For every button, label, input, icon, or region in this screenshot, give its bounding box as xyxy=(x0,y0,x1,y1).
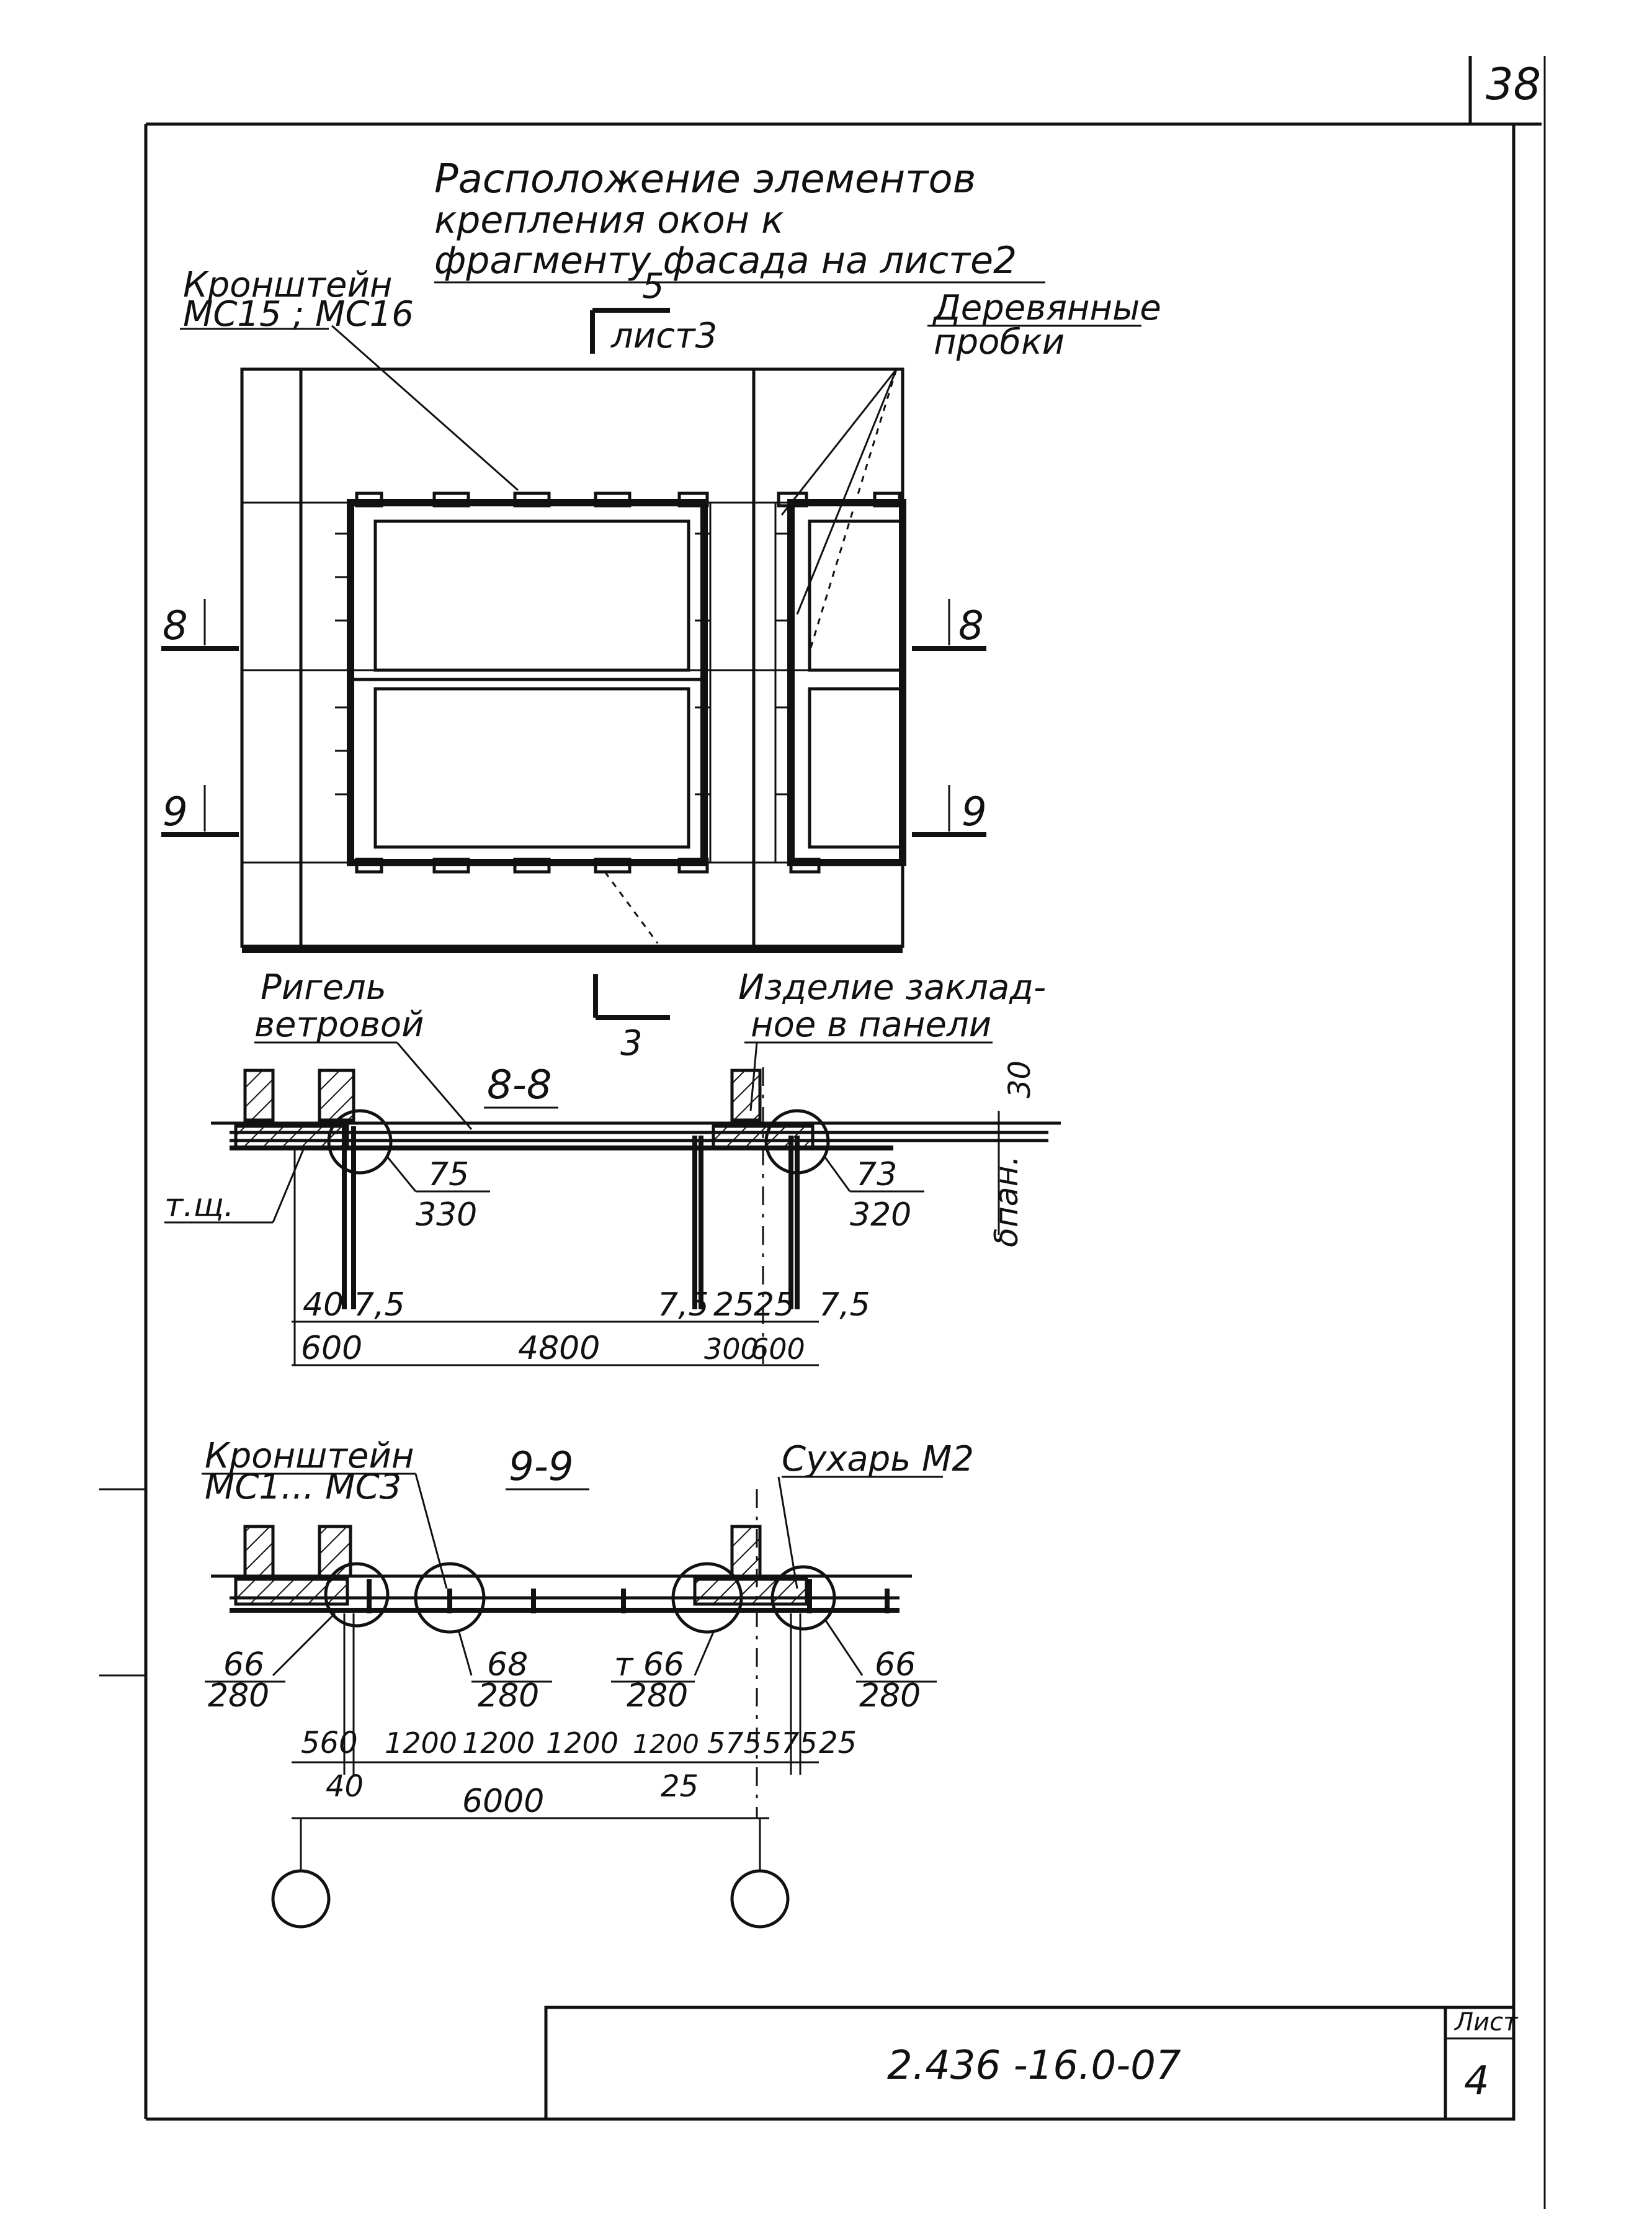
sukhar-label: Сухарь М2 xyxy=(782,1439,974,1479)
callout-a-bottom: 280 xyxy=(208,1677,269,1715)
wood-plugs-line-1: Деревянные xyxy=(932,288,1161,328)
plan-bottom-brackets xyxy=(355,858,821,874)
section-9-9-title: 9-9 xyxy=(509,1444,574,1490)
tsh-label: т.щ. xyxy=(164,1187,234,1224)
callout-a-top: 66 xyxy=(223,1646,264,1683)
section-5-number: 5 xyxy=(642,266,664,307)
dim-25-a: 25 xyxy=(713,1286,754,1324)
page-number-corner: 38 xyxy=(1468,56,1542,126)
section-8-8-title: 8-8 xyxy=(487,1062,552,1108)
sheet-number: 4 xyxy=(1464,2058,1489,2104)
dim-1200-a: 1200 xyxy=(385,1726,457,1760)
dim-40: 40 xyxy=(303,1286,344,1324)
section-5-sheet: лист3 xyxy=(610,316,717,356)
axis-marker-right xyxy=(730,1869,790,1929)
title-line-1: Расположение элементов xyxy=(434,156,976,202)
dim-4800: 4800 xyxy=(518,1330,600,1367)
bracket-label-line-2: МС15 ; МС16 xyxy=(183,294,414,334)
dim-40: 40 xyxy=(326,1769,364,1804)
embedded-label-line-2: ное в панели xyxy=(751,1005,991,1045)
callout-right-bottom: 320 xyxy=(850,1196,911,1234)
section-8-right: 8 xyxy=(958,603,984,649)
dim-7-5-b: 7,5 xyxy=(658,1286,709,1324)
doc-code: 2.436 -16.0-07 xyxy=(887,2043,1181,2089)
callout-d-top: 66 xyxy=(875,1646,916,1683)
page-number: 38 xyxy=(1486,59,1541,110)
dim-bpan: δпан. xyxy=(988,1155,1025,1247)
dim-575-b: 575 xyxy=(763,1726,818,1760)
dim-600: 600 xyxy=(301,1330,362,1367)
bracket-9-line-1: Кронштейн xyxy=(205,1436,414,1476)
dim-7-5-c: 7,5 xyxy=(819,1286,870,1324)
dim-30: 30 xyxy=(1002,1060,1037,1098)
section-9-left: 9 xyxy=(163,789,188,835)
plan-side-plugs xyxy=(335,532,791,796)
callout-b-top: 68 xyxy=(487,1646,528,1683)
callout-left-bottom: 330 xyxy=(416,1196,477,1234)
drawing-title: Расположение элементов крепления окон к … xyxy=(434,156,1045,284)
title-block: 2.436 -16.0-07 Лист 4 xyxy=(544,2006,1519,2121)
embedded-label-line-1: Изделие заклад- xyxy=(738,967,1046,1008)
plan-top-brackets xyxy=(355,491,901,508)
section-9-anchors xyxy=(367,1579,890,1613)
dim-300: 300 xyxy=(704,1332,759,1366)
crossbar-label-line-1: Ригель xyxy=(261,967,386,1008)
callout-d-bottom: 280 xyxy=(859,1677,921,1715)
dim-560: 560 xyxy=(301,1726,358,1760)
dim-25-b: 25 xyxy=(754,1286,795,1324)
dim-1200-c: 1200 xyxy=(546,1726,618,1760)
plan-view: Кронштейн МС15 ; МС16 Деревянные пробки … xyxy=(161,265,1161,1064)
dim-25-b: 25 xyxy=(661,1769,699,1804)
sheet-label: Лист xyxy=(1453,2008,1519,2037)
callout-c-bottom: 280 xyxy=(627,1677,688,1715)
title-line-3: фрагменту фасада на листе2 xyxy=(434,239,1017,282)
section-9-right: 9 xyxy=(962,789,987,835)
callout-left-top: 75 xyxy=(428,1156,469,1193)
dim-25-a: 25 xyxy=(819,1726,857,1760)
dim-575-a: 575 xyxy=(707,1726,762,1760)
crossbar-label-line-2: ветровой xyxy=(254,1005,424,1045)
bracket-label-line-1: Кронштейн xyxy=(183,265,393,305)
section-8-8: 8-8 Ригель ветровой Изделие заклад- ное … xyxy=(164,967,1061,1367)
wood-plugs-line-2: пробки xyxy=(934,322,1065,362)
dim-1200-b: 1200 xyxy=(462,1726,535,1760)
callout-right-top: 73 xyxy=(856,1156,897,1193)
section-9-9: 9-9 Кронштейн МС1... МС3 Сухарь М2 xyxy=(202,1436,974,1929)
dim-7-5-a: 7,5 xyxy=(354,1286,405,1324)
section-8-left: 8 xyxy=(163,603,188,649)
dim-6000: 6000 xyxy=(462,1783,544,1820)
axis-marker-left xyxy=(271,1869,331,1929)
dim-1200-d: 1200 xyxy=(633,1729,699,1759)
dim-600-b: 600 xyxy=(751,1332,805,1366)
section-3-number: 3 xyxy=(620,1023,643,1064)
callout-c-top: т 66 xyxy=(614,1646,684,1683)
callout-b-bottom: 280 xyxy=(478,1677,539,1715)
title-line-2: крепления окон к xyxy=(434,199,784,242)
